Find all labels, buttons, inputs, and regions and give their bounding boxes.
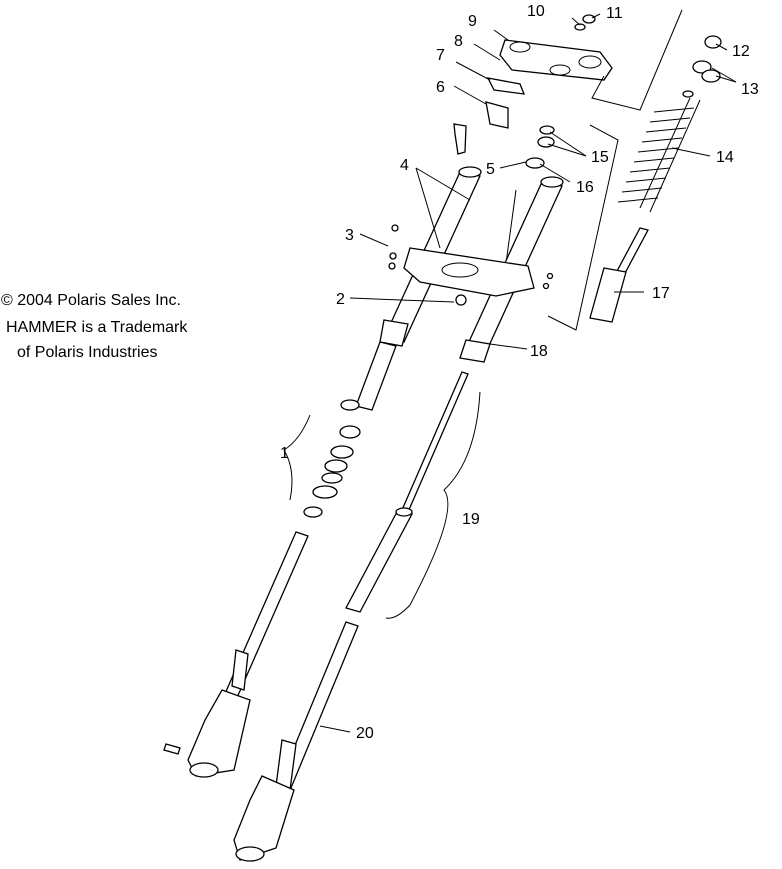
- callout-16: 16: [576, 179, 594, 196]
- callout-6: 6: [436, 79, 445, 96]
- bracket-plate: [486, 77, 526, 95]
- callout-15: 15: [591, 149, 609, 166]
- callout-11: 11: [606, 5, 623, 22]
- copyright-line: © 2004 Polaris Sales Inc.: [1, 292, 181, 309]
- small-ball-part: [546, 272, 554, 280]
- callout-1: 1: [280, 445, 289, 462]
- ignition-switch: [485, 101, 509, 129]
- callout-9: 9: [468, 13, 477, 30]
- upper-triple-clamp: [499, 39, 613, 81]
- damper-rod: [345, 371, 469, 613]
- callout-7: 7: [436, 47, 445, 64]
- trademark-line: HAMMER is a Trademark: [6, 319, 188, 336]
- left-inner-tube: [355, 341, 397, 411]
- switch-connector: [453, 123, 467, 155]
- fork-spring: [617, 97, 701, 213]
- callout-5: 5: [486, 161, 495, 178]
- clamp-screw: [389, 252, 397, 260]
- callout-8: 8: [454, 33, 463, 50]
- callout-14: 14: [716, 149, 734, 166]
- callout-10: 10: [527, 3, 545, 20]
- seal-stack: [303, 399, 361, 518]
- left-lower-slider: [163, 531, 309, 778]
- lower-triple-clamp: [403, 247, 535, 297]
- bearing-race: [525, 157, 545, 169]
- fork-cap: [704, 35, 722, 49]
- callout-20: 20: [356, 725, 374, 742]
- nut-part: [582, 14, 596, 24]
- cap-spacer: [701, 69, 721, 83]
- pinch-bolt: [455, 294, 467, 306]
- clamp-washer: [391, 224, 399, 232]
- callout-2: 2: [336, 291, 345, 308]
- owner-line: of Polaris Industries: [17, 344, 158, 361]
- small-ball-part: [542, 282, 550, 290]
- callout-13: 13: [741, 81, 759, 98]
- callout-19: 19: [462, 511, 480, 528]
- callout-18: 18: [530, 343, 548, 360]
- spring-seat: [682, 90, 694, 98]
- right-lower-slider: [233, 621, 359, 862]
- callout-12: 12: [732, 43, 750, 60]
- cap-spacer: [692, 60, 712, 74]
- callout-3: 3: [345, 227, 354, 244]
- washer-part: [574, 23, 586, 31]
- collar-tube: [589, 267, 627, 323]
- callout-4: 4: [400, 157, 409, 174]
- callout-17: 17: [652, 285, 670, 302]
- clamp-nut: [388, 262, 396, 270]
